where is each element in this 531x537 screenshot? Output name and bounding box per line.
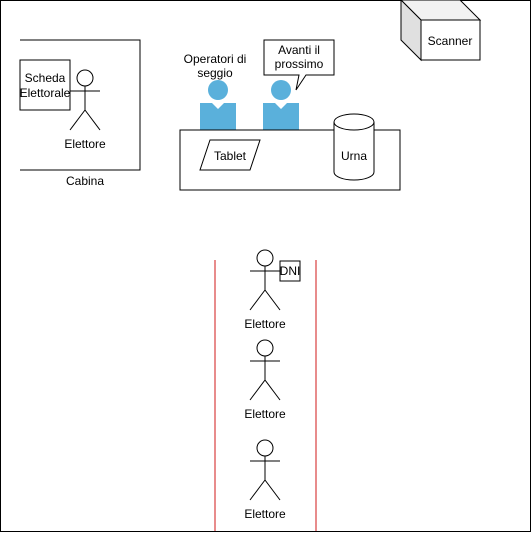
speech-bubble [263,39,335,91]
booth-voter-figure [69,69,101,131]
polling-officers: Operatori di seggio Avanti il prossimo [184,39,335,130]
booth-walls [20,39,141,171]
ballot-paper [19,59,71,111]
queue-voter-1-label: Elettore [244,317,286,331]
tablet-label: Tablet [214,149,247,163]
ballot-label-line2: Elettorale [20,86,71,100]
scanner-label: Scanner [428,34,473,48]
officers-label-line2: seggio [197,66,233,80]
voting-booth: Cabina Scheda Elettorale Elettore [19,39,141,188]
officer-figure-2 [263,80,299,130]
ballot-label-line1: Scheda [25,71,66,85]
queue-voter-3 [249,439,281,501]
id-card-label: DNI [280,264,301,278]
booth-voter-label: Elettore [64,137,106,151]
tablet-shape [199,139,261,171]
queue-voter-1 [249,249,281,311]
queue-voter-3-label: Elettore [244,507,286,521]
speech-text-line1: Avanti il [278,43,320,57]
queue-voter-2-label: Elettore [244,407,286,421]
ballot-urn [333,113,375,181]
officers-label-line1: Operatori di [184,52,247,66]
scanner [400,0,482,62]
urn-label: Urna [341,149,367,163]
officer-figure-1 [200,80,236,130]
queue-voter-2 [249,339,281,401]
speech-text-line2: prossimo [275,57,324,71]
id-card [279,260,301,282]
booth-label: Cabina [66,174,104,188]
officers-table: Tablet Urna [179,113,401,191]
